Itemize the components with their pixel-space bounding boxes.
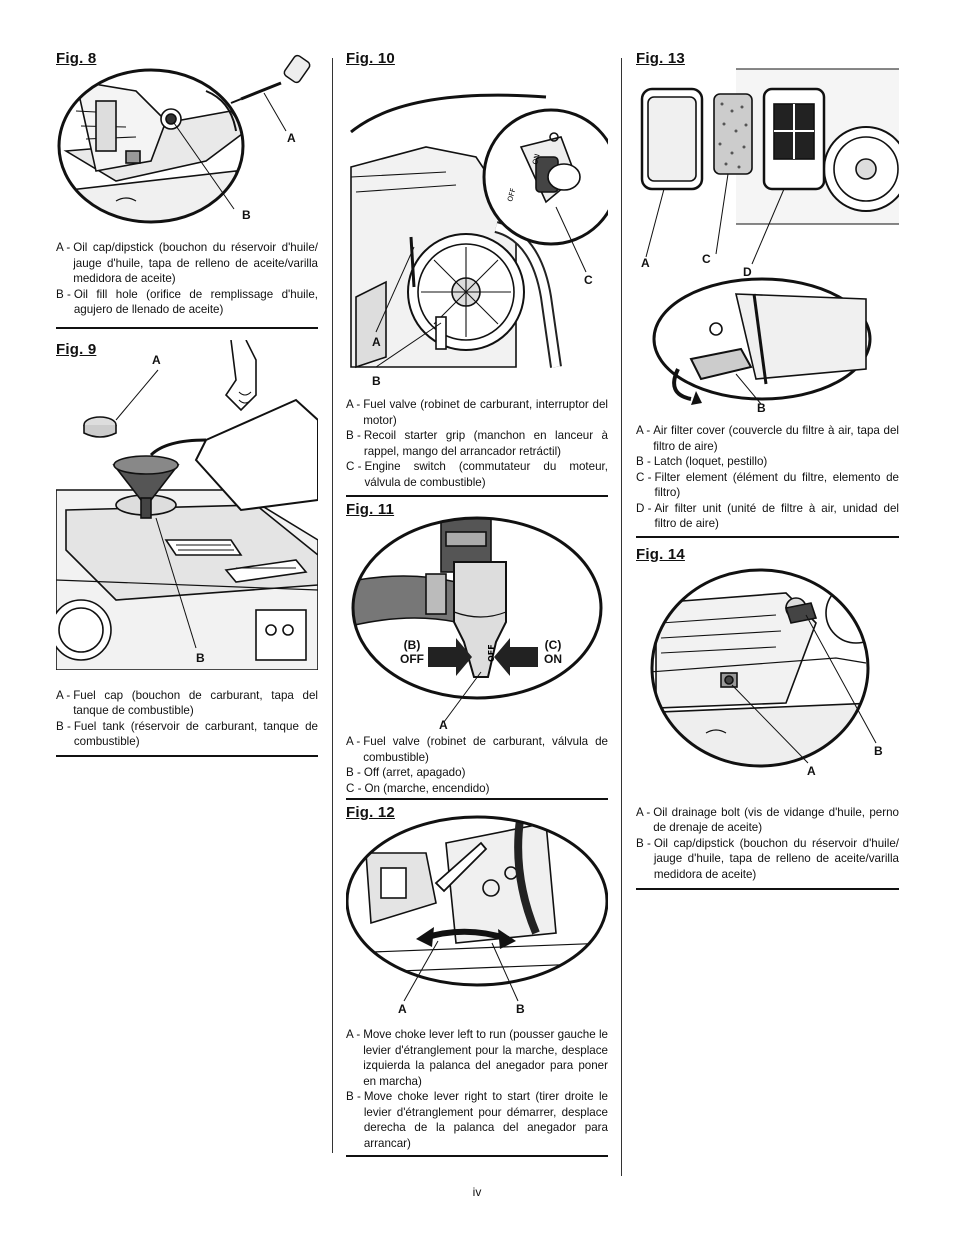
legend-item: A -Fuel valve (robinet de carburant, int… <box>346 398 608 427</box>
legend-item: D -Air filter unit (unité de filtre à ai… <box>636 501 899 531</box>
section-divider <box>636 888 899 890</box>
figure-14-legend: A -Oil drainage bolt (vis de vidange d'h… <box>636 805 899 883</box>
figure-11-label-a: A <box>439 718 448 732</box>
figure-14-label-a: A <box>807 763 816 778</box>
figure-10-title: Fig. 10 <box>346 50 395 67</box>
figure-12: Fig. 12 <box>346 804 608 1157</box>
figure-9-legend: A -Fuel cap (bouchon de carburant, tapa … <box>56 688 318 750</box>
fuel-tank-filling-drawing <box>56 339 318 670</box>
engine-oil-cap-drawing <box>57 54 311 224</box>
switch-off-text: OFF <box>506 187 517 202</box>
figure-10-label-b: B <box>372 374 381 388</box>
column-divider-right <box>621 58 622 1176</box>
figure-11-label-c: (C) ON <box>544 638 562 666</box>
legend-item: B -Oil fill hole (orifice de remplissage… <box>56 287 318 317</box>
figure-11-illustration: OFF (B) OFF (C) ON A <box>346 512 608 734</box>
figure-12-title: Fig. 12 <box>346 804 395 821</box>
section-divider <box>56 326 318 329</box>
legend-item: B -Oil cap/dipstick (bouchon du réservoi… <box>636 836 899 881</box>
figure-9: Fig. 9 <box>56 339 318 757</box>
column-divider-left <box>332 58 333 1153</box>
legend-item: A -Oil cap/dipstick (bouchon du réservoi… <box>56 241 318 285</box>
switch-on-text: ON <box>531 153 542 165</box>
column-2: Fig. 10 <box>346 50 608 1157</box>
figure-14: Fig. 14 <box>636 545 899 890</box>
legend-item: C -Engine switch (commutateur du moteur,… <box>346 460 608 489</box>
figure-10: Fig. 10 <box>346 50 608 497</box>
air-filter-drawing <box>640 68 899 405</box>
figure-8: Fig. 8 <box>56 50 318 329</box>
figure-14-label-b: B <box>874 743 883 758</box>
section-divider <box>346 495 608 497</box>
section-divider <box>346 1155 608 1157</box>
figure-11-label-b: (B) OFF <box>400 638 424 666</box>
engine-controls-drawing: OFF ON <box>350 93 608 369</box>
legend-item: A -Move choke lever left to run (pousser… <box>346 1028 608 1088</box>
figure-11-legend: A -Fuel valve (robinet de carburant, vál… <box>346 734 608 796</box>
figure-8-legend: A -Oil cap/dipstick (bouchon du réservoi… <box>56 240 318 318</box>
legend-item: B -Fuel tank (réservoir de carburant, ta… <box>56 719 318 749</box>
figure-14-title: Fig. 14 <box>636 545 685 563</box>
figure-10-label-c: C <box>584 273 593 287</box>
legend-item: B -Off (arret, apagado) <box>346 766 466 779</box>
choke-lever-drawing <box>346 815 608 1002</box>
figure-10-illustration: OFF ON C A B <box>346 67 608 388</box>
figure-10-legend: A -Fuel valve (robinet de carburant, int… <box>346 397 608 490</box>
figure-14-illustration: B A <box>636 563 899 793</box>
figure-8-title: Fig. 8 <box>56 50 97 67</box>
legend-item: A -Oil drainage bolt (vis de vidange d'h… <box>636 805 899 835</box>
figure-12-label-b: B <box>516 1002 525 1016</box>
section-divider <box>346 798 608 800</box>
section-divider <box>56 754 318 757</box>
figure-8-label-a: A <box>287 131 296 145</box>
valve-off-text: OFF <box>487 644 496 662</box>
figure-12-illustration: A B <box>346 813 608 1016</box>
figure-9-illustration: A B <box>56 339 318 670</box>
figure-9-label-b: B <box>196 650 205 665</box>
figure-12-label-a: A <box>398 1002 407 1016</box>
figure-13-legend: A -Air filter cover (couvercle du filtre… <box>636 423 899 532</box>
section-divider <box>636 535 899 538</box>
figure-13-label-b: B <box>757 401 766 415</box>
legend-item: C -On (marche, encendido) <box>346 781 490 795</box>
page-number: iv <box>472 1185 482 1199</box>
figure-13-title: Fig. 13 <box>636 50 685 67</box>
figure-11: Fig. 11 OFF (B) <box>346 501 608 800</box>
legend-item: A -Air filter cover (couvercle du filtre… <box>636 424 899 453</box>
figure-11-title: Fig. 11 <box>346 501 395 518</box>
column-1: Fig. 8 <box>56 50 318 757</box>
legend-item: B -Latch (loquet, pestillo) <box>636 455 768 468</box>
figure-13-label-d: D <box>743 265 752 279</box>
figure-9-label-a: A <box>152 352 161 367</box>
figure-12-legend: A -Move choke lever left to run (pousser… <box>346 1027 608 1151</box>
legend-item: A -Fuel valve (robinet de carburant, vál… <box>346 735 608 764</box>
column-3: Fig. 13 <box>636 50 899 890</box>
figure-13: Fig. 13 <box>636 50 899 538</box>
figure-13-illustration: A C D B <box>636 49 899 415</box>
legend-item: B -Move choke lever right to start (tire… <box>346 1090 608 1150</box>
figure-8-illustration: A B <box>56 51 318 226</box>
legend-item: B -Recoil starter grip (manchon en lance… <box>346 429 608 458</box>
legend-item: A -Fuel cap (bouchon de carburant, tapa … <box>56 688 318 718</box>
oil-drain-drawing <box>650 568 877 767</box>
figure-13-label-a: A <box>641 256 650 270</box>
fuel-valve-drawing: OFF <box>351 516 603 723</box>
figure-13-label-c: C <box>702 252 711 266</box>
figure-8-label-b: B <box>242 208 251 222</box>
figure-10-label-a: A <box>372 335 381 349</box>
legend-item: C -Filter element (élément du filtre, el… <box>636 470 899 500</box>
figure-9-title: Fig. 9 <box>56 340 97 358</box>
